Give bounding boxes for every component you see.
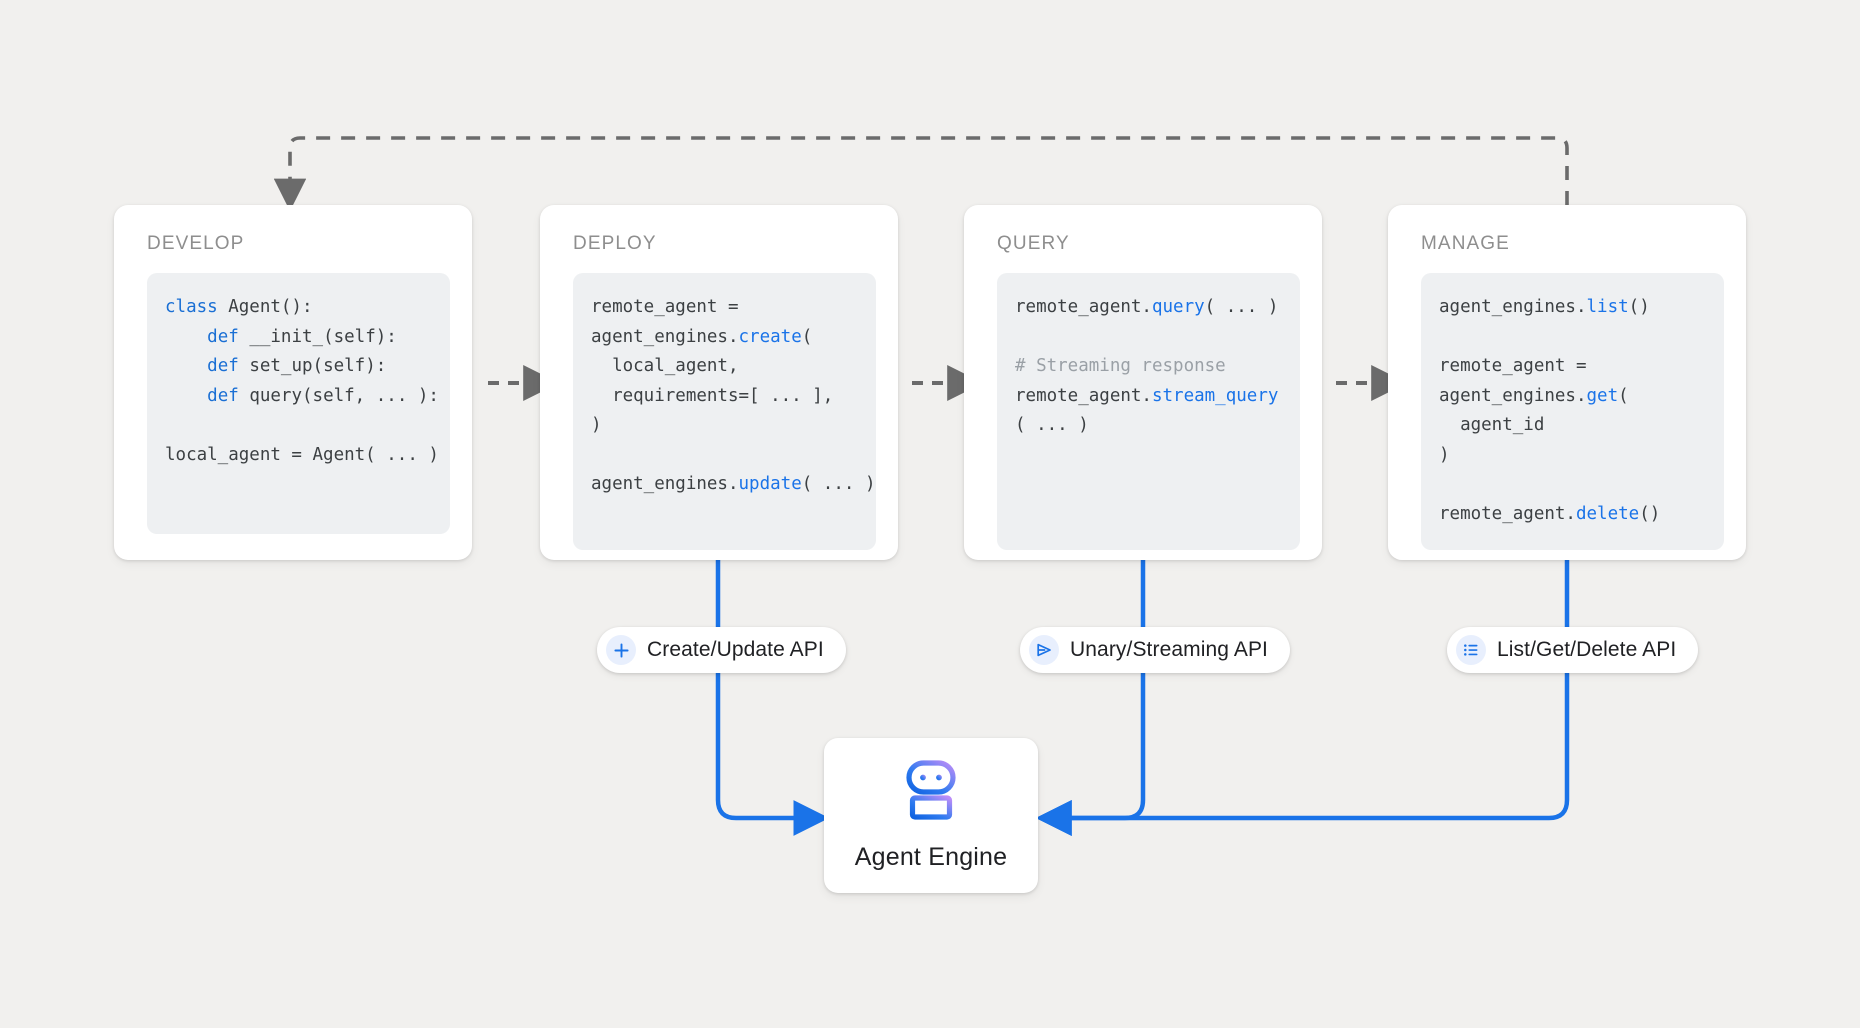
wire-deploy-to-agent-engine [715,560,830,836]
code-block-deploy: remote_agent = agent_engines.create( loc… [573,273,876,550]
send-triangle-icon [1029,635,1059,665]
agent-engine-node[interactable]: Agent Engine [824,738,1038,893]
stage-card-deploy[interactable]: DEPLOY remote_agent = agent_engines.crea… [540,205,898,560]
stage-card-query[interactable]: QUERY remote_agent.query( ... ) # Stream… [964,205,1322,560]
agent-engine-label: Agent Engine [854,842,1008,871]
robot-icon [898,759,964,827]
stage-card-develop[interactable]: DEVELOP class Agent(): def __init_(self)… [114,205,472,560]
stage-title-deploy: DEPLOY [573,233,657,254]
api-pill-create-update[interactable]: Create/Update API [597,627,846,673]
api-pill-label: Unary/Streaming API [1070,638,1268,661]
list-icon [1456,635,1486,665]
api-pill-list-get-delete[interactable]: List/Get/Delete API [1447,627,1699,673]
feedback-dashed-path [273,136,1569,212]
wire-manage-to-agent-engine [1035,560,1570,836]
api-pill-label: List/Get/Delete API [1497,638,1677,661]
code-block-manage: agent_engines.list() remote_agent = agen… [1421,273,1724,550]
code-block-query: remote_agent.query( ... ) # Streaming re… [997,273,1300,550]
stage-card-manage[interactable]: MANAGE agent_engines.list() remote_agent… [1388,205,1746,560]
api-pill-unary-streaming[interactable]: Unary/Streaming API [1020,627,1290,673]
stage-title-manage: MANAGE [1421,233,1510,254]
wire-query-to-agent-engine [1035,560,1146,836]
plus-icon [606,635,636,665]
api-pill-label: Create/Update API [647,638,824,661]
code-block-develop: class Agent(): def __init_(self): def se… [147,273,450,534]
stage-title-develop: DEVELOP [147,233,245,254]
stage-title-query: QUERY [997,233,1070,254]
